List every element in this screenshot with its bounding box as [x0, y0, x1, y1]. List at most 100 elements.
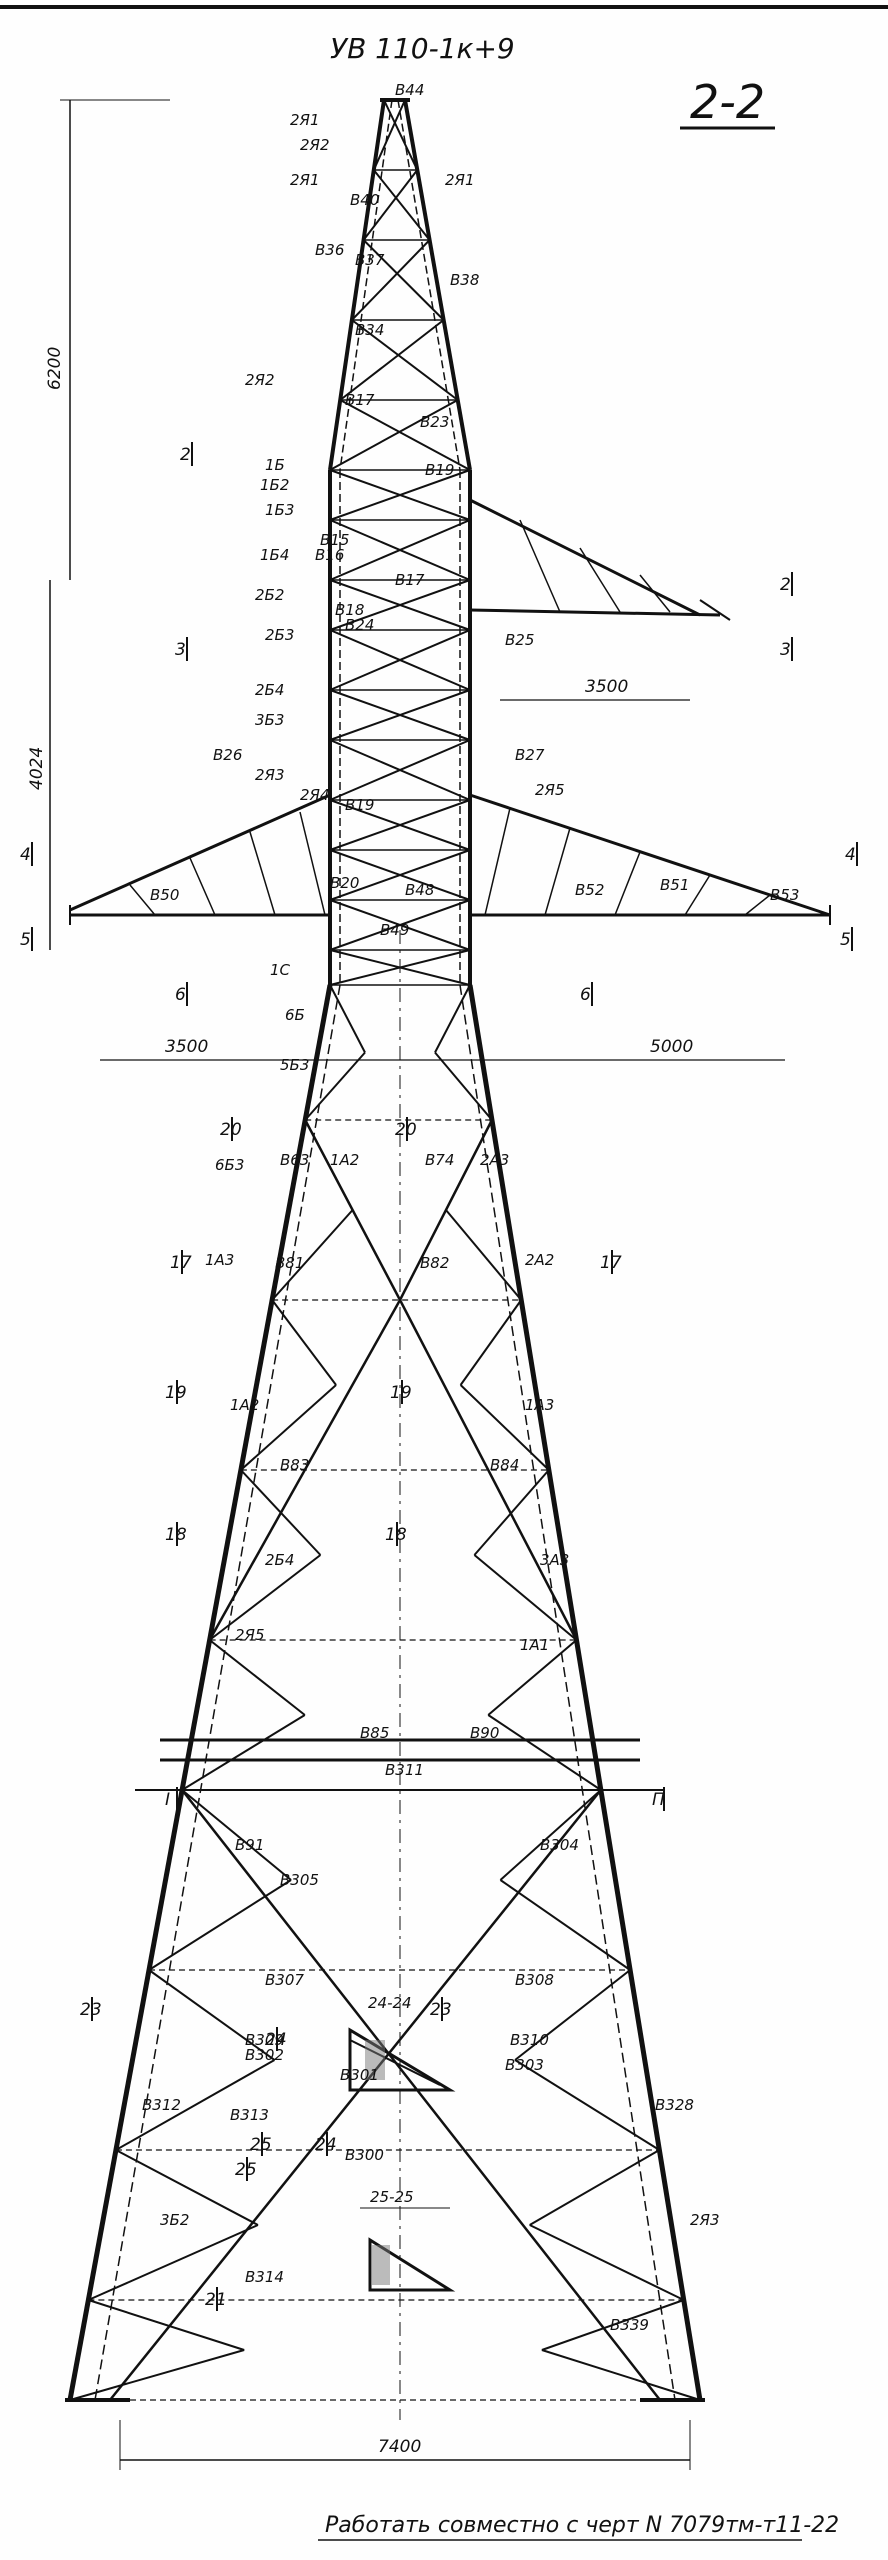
body-brace: [87, 2224, 259, 2301]
member-label: В328: [655, 2096, 694, 2114]
member-label: В312: [142, 2096, 181, 2114]
body-brace: [148, 1879, 292, 1971]
member-label: В23: [420, 413, 449, 431]
mid-brace: [329, 899, 471, 951]
section-mark: 3: [175, 640, 186, 660]
upper-arm-tip: [699, 599, 731, 621]
member-label: В303: [505, 2056, 544, 2074]
body-brace: [445, 1209, 522, 1301]
part-label: 6Б3: [215, 1156, 244, 1174]
body-brace: [209, 1639, 306, 1716]
part-label: 2Я5: [535, 781, 565, 799]
upper-arm-brace: [639, 574, 671, 613]
member-label: В24: [345, 616, 374, 634]
section-mark: 21: [205, 2290, 227, 2310]
leg-top-right-inner: [397, 99, 461, 471]
top-brace: [339, 399, 471, 471]
top-brace: [351, 319, 459, 401]
subsection-25: 25-25: [360, 2188, 456, 2292]
section-mark: 24: [265, 2030, 287, 2050]
member-label: В53: [770, 886, 799, 904]
member-label: В304: [540, 1836, 579, 1854]
member-label: В85: [360, 1724, 389, 1742]
body-brace: [304, 1051, 366, 1121]
mid-brace: [329, 849, 471, 901]
member-label: В36: [315, 241, 344, 259]
section-mark: 17: [600, 1253, 622, 1273]
member-label: В90: [470, 1724, 499, 1742]
member-label: В19: [425, 461, 454, 479]
member-label: В310: [510, 2031, 549, 2049]
member-label: В302: [245, 2046, 284, 2064]
part-label: 2Я5: [235, 1626, 265, 1644]
member-label: В20: [330, 874, 359, 892]
member-label: В37: [355, 251, 385, 269]
body-brace: [529, 2149, 660, 2226]
lower-arm-right-brace: [544, 827, 571, 916]
part-label: 2Я4: [300, 786, 330, 804]
part-label: 1Б3: [265, 501, 294, 519]
body-brace: [541, 2349, 701, 2401]
upper-arm-top: [469, 498, 701, 617]
part-label: 1С: [270, 961, 291, 979]
member-label: В18: [335, 601, 364, 619]
part-label: 1А3: [205, 1251, 234, 1269]
member-label: В311: [385, 1761, 424, 1779]
body-x-brace: [109, 1789, 602, 2401]
section-mark: 17: [170, 1253, 192, 1273]
member-label: В74: [425, 1151, 454, 1169]
part-label: 2Я3: [690, 2211, 720, 2229]
mid-brace: [329, 739, 471, 801]
member-label: В26: [213, 746, 242, 764]
part-label: 2Б3: [265, 626, 294, 644]
mid-brace: [329, 579, 471, 631]
section-mark: 24: [315, 2135, 337, 2155]
member-label: В82: [420, 1254, 449, 1272]
part-label: 3Б3: [255, 711, 284, 729]
member-label: В307: [265, 1971, 304, 1989]
top-brace: [351, 239, 431, 321]
section-mark: 19: [165, 1383, 187, 1403]
drawing-title: УВ 110-1к+9: [330, 32, 515, 65]
part-label: 2Я1: [290, 111, 320, 129]
body-brace: [434, 1051, 493, 1121]
lower-arm-left-brace: [299, 811, 326, 916]
body-brace: [514, 2059, 660, 2151]
member-label: В63: [280, 1151, 309, 1169]
section-mark: 20: [220, 1120, 242, 1140]
part-label: 3А3: [540, 1551, 569, 1569]
part-label: 2А3: [480, 1151, 509, 1169]
dim-arm-right-upper-text: 3500: [585, 677, 628, 697]
body-v-brace: [398, 1119, 494, 1301]
section-mark: 25: [250, 2135, 272, 2155]
section-mark: 6: [580, 985, 591, 1005]
member-label: В313: [230, 2106, 269, 2124]
footer-note: Работать совместно с черт N 7079тм-т11-2…: [325, 2513, 839, 2538]
part-label: 2Б4: [265, 1551, 294, 1569]
section-mark: I: [165, 1790, 170, 1810]
member-label: В48: [405, 881, 434, 899]
top-brace: [373, 169, 431, 241]
part-label: 1А2: [330, 1151, 359, 1169]
upper-arm-brace: [579, 547, 621, 613]
section-mark: 2: [180, 445, 191, 465]
mid-brace: [329, 519, 471, 581]
subsection-24: 24-24: [348, 1994, 456, 2092]
part-label: 1А3: [525, 1396, 554, 1414]
lower-arm-right-brace: [744, 894, 771, 916]
section-mark: 18: [165, 1525, 187, 1545]
section-marks: 234562017191823242521ПI23456201719182324…: [20, 442, 858, 2311]
member-labels: В44В40В37В36В38В34В17В23В19В15В16В17В18В…: [142, 81, 799, 2334]
member-label: В34: [355, 321, 384, 339]
body-brace: [115, 2149, 259, 2226]
part-label: 3Б2: [160, 2211, 189, 2229]
body-brace: [499, 1879, 631, 1971]
body-brace: [181, 1714, 306, 1791]
section-mark: 2: [780, 575, 791, 595]
section-mark: 5: [20, 930, 31, 950]
member-label: В81: [275, 1254, 304, 1272]
part-label: 6Б: [285, 1006, 305, 1024]
part-label: 1А1: [520, 1636, 549, 1654]
part-label: 2Я2: [245, 371, 275, 389]
